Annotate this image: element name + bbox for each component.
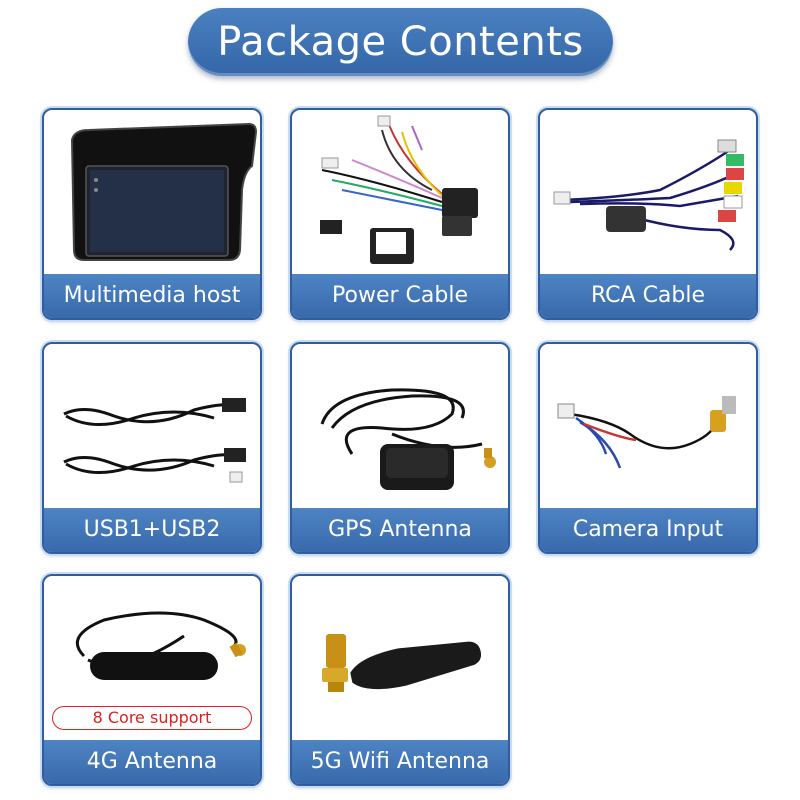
item-card-4g-antenna: 8 Core support 4G Antenna [42, 574, 262, 786]
item-card-usb: USB1+USB2 [42, 342, 262, 554]
item-label: Power Cable [292, 274, 508, 318]
item-label: Camera Input [540, 508, 756, 552]
item-card-gps-antenna: GPS Antenna [290, 342, 510, 554]
item-label: 5G Wifi Antenna [292, 740, 508, 784]
multimedia-host-icon [70, 122, 258, 261]
4g-antenna-icon [75, 611, 246, 680]
item-card-rca-cable: RCA Cable [538, 108, 758, 320]
wifi-antenna-icon [322, 634, 482, 692]
item-label: RCA Cable [540, 274, 756, 318]
camera-input-cable-icon [557, 396, 736, 469]
usb-cable-icon [63, 398, 246, 483]
item-label: Multimedia host [44, 274, 260, 318]
item-card-5g-wifi-antenna: 5G Wifi Antenna [290, 574, 510, 786]
item-label: 4G Antenna [44, 740, 260, 784]
core-support-badge: 8 Core support [52, 706, 252, 730]
item-card-multimedia-host: Multimedia host [42, 108, 262, 320]
page-title: Package Contents [188, 8, 613, 76]
power-cable-icon [320, 115, 478, 264]
gps-antenna-icon [320, 388, 496, 490]
item-label: GPS Antenna [292, 508, 508, 552]
item-card-camera-input: Camera Input [538, 342, 758, 554]
item-card-power-cable: Power Cable [290, 108, 510, 320]
rca-cable-icon [553, 139, 744, 251]
item-label: USB1+USB2 [44, 508, 260, 552]
